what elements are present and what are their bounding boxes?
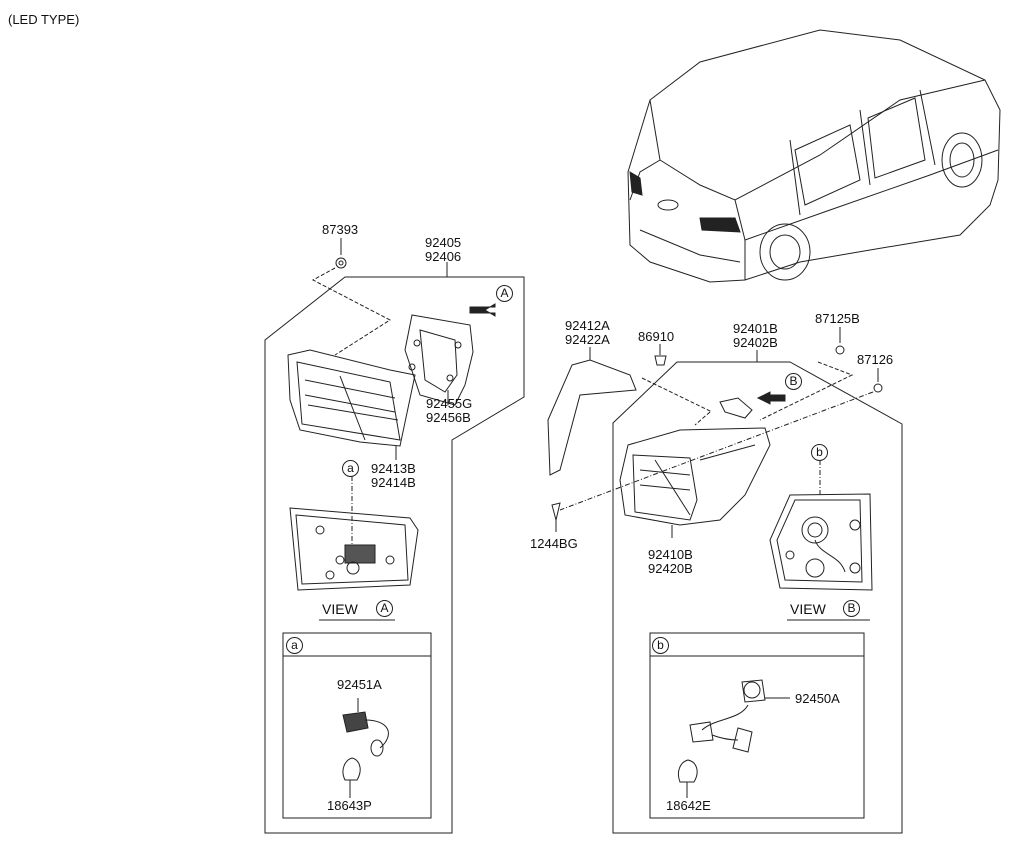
part-label-inner-lamp-1: 92413B [371, 461, 416, 476]
part-label-left-assembly-2: 92406 [425, 249, 462, 264]
part-label-garnish-1: 92412A [565, 318, 610, 333]
part-label-right-assembly-1: 92401B [733, 321, 778, 336]
right-assembly-frame [612, 361, 903, 834]
detail-box-a [282, 632, 432, 819]
part-label-clip: 86910 [638, 329, 675, 344]
part-label-socket-b: 92450A [795, 691, 840, 706]
diagram-title: (LED TYPE) [8, 12, 80, 27]
left-assembly-frame [264, 276, 525, 834]
view-a-label: VIEW [322, 601, 358, 617]
part-label-screw-top: 87125B [815, 311, 860, 326]
part-label-screw: 87126 [857, 352, 894, 367]
part-label-inner-lamp-2: 92414B [371, 475, 416, 490]
part-label-nut: 87393 [322, 222, 359, 237]
part-label-gasket-1: 92455G [426, 396, 473, 411]
detail-box-b-marker: b [652, 637, 669, 654]
view-marker-a-arrow: A [496, 285, 513, 302]
view-a-marker: A [376, 600, 393, 617]
part-label-bulb-a: 18643P [327, 798, 372, 813]
vehicle-illustration [627, 29, 1001, 283]
detail-marker-a: a [342, 460, 359, 477]
part-label-bulb-b: 18642E [666, 798, 711, 813]
part-label-right-assembly-2: 92402B [733, 335, 778, 350]
part-label-outer-lamp-1: 92410B [648, 547, 693, 562]
part-label-socket-a: 92451A [337, 677, 382, 692]
part-label-outer-lamp-2: 92420B [648, 561, 693, 576]
part-label-bolt: 1244BG [530, 536, 578, 551]
detail-box-b [649, 632, 865, 819]
detail-box-a-marker: a [286, 637, 303, 654]
detail-marker-b: b [811, 444, 828, 461]
part-label-garnish-2: 92422A [565, 332, 610, 347]
part-label-left-assembly-1: 92405 [425, 235, 462, 250]
view-b-marker: B [843, 600, 860, 617]
view-b-label: VIEW [790, 601, 826, 617]
view-marker-b-arrow: B [785, 373, 802, 390]
part-label-gasket-2: 92456B [426, 410, 471, 425]
